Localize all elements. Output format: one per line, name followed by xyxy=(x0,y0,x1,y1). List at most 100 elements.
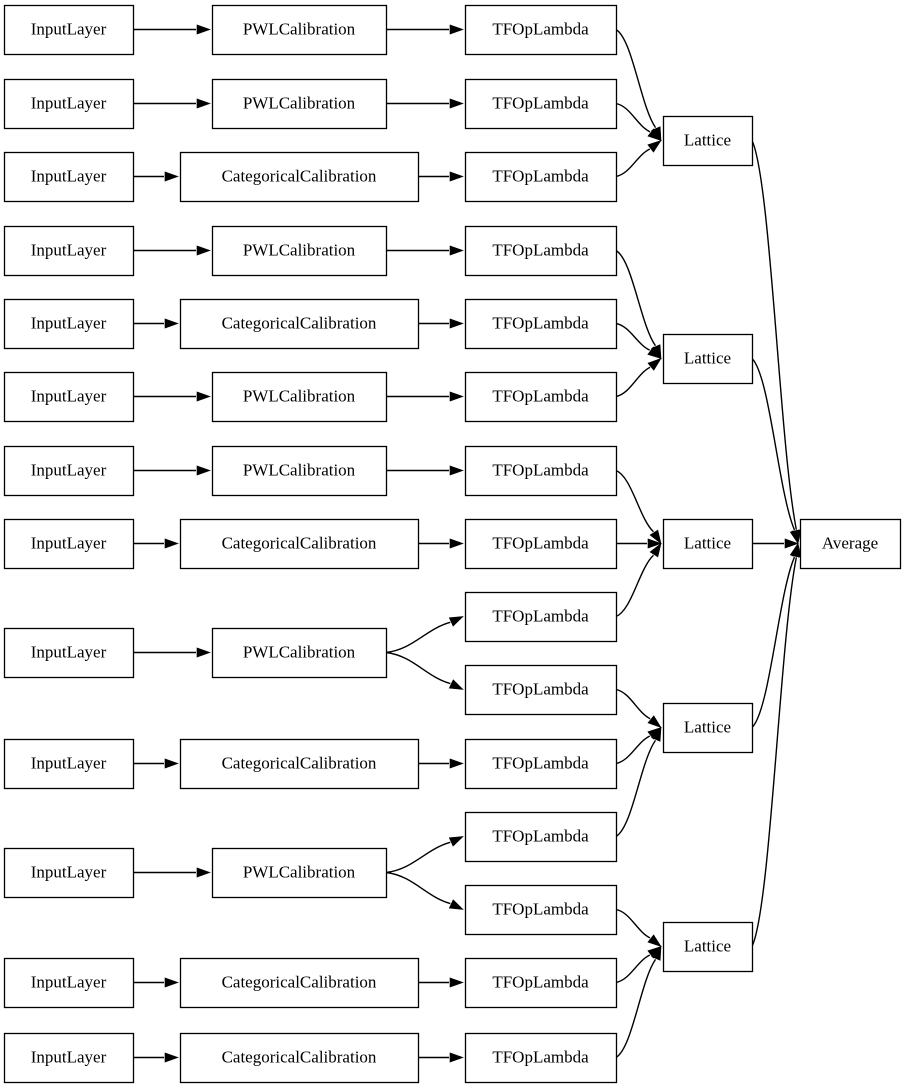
node-box-cal11[interactable] xyxy=(211,847,388,899)
node-box-op8[interactable] xyxy=(464,518,618,570)
node-cal5[interactable]: CategoricalCalibration xyxy=(179,298,420,350)
node-box-op10[interactable] xyxy=(464,664,618,716)
node-box-op11[interactable] xyxy=(464,738,618,790)
node-box-in2[interactable] xyxy=(3,78,135,130)
node-box-op5[interactable] xyxy=(464,298,618,350)
node-in8[interactable]: InputLayer xyxy=(3,518,135,570)
node-box-cal1[interactable] xyxy=(211,4,388,56)
node-in11[interactable]: InputLayer xyxy=(3,847,135,899)
node-cal10[interactable]: CategoricalCalibration xyxy=(179,738,420,790)
node-box-op14[interactable] xyxy=(464,957,618,1009)
node-cal1[interactable]: PWLCalibration xyxy=(211,4,388,56)
node-in5[interactable]: InputLayer xyxy=(3,298,135,350)
node-in4[interactable]: InputLayer xyxy=(3,225,135,277)
node-box-op13[interactable] xyxy=(464,884,618,936)
node-box-op12[interactable] xyxy=(464,811,618,863)
node-in6[interactable]: InputLayer xyxy=(3,371,135,423)
node-box-cal12[interactable] xyxy=(179,957,420,1009)
node-in2[interactable]: InputLayer xyxy=(3,78,135,130)
node-op8[interactable]: TFOpLambda xyxy=(464,518,618,570)
node-box-op15[interactable] xyxy=(464,1032,618,1084)
node-cal9[interactable]: PWLCalibration xyxy=(211,627,388,679)
edge-lat1-to-avg xyxy=(751,140,798,530)
node-cal12[interactable]: CategoricalCalibration xyxy=(179,957,420,1009)
node-box-cal8[interactable] xyxy=(179,518,420,570)
node-in9[interactable]: InputLayer xyxy=(3,627,135,679)
node-op6[interactable]: TFOpLambda xyxy=(464,371,618,423)
node-lat1[interactable]: Lattice xyxy=(662,115,754,167)
node-box-in4[interactable] xyxy=(3,225,135,277)
arrowhead-op13-to-lat5 xyxy=(647,934,662,948)
node-box-cal2[interactable] xyxy=(211,78,388,130)
node-box-cal4[interactable] xyxy=(211,225,388,277)
node-box-op7[interactable] xyxy=(464,445,618,497)
node-box-op3[interactable] xyxy=(464,151,618,203)
node-cal11[interactable]: PWLCalibration xyxy=(211,847,388,899)
node-lat3[interactable]: Lattice xyxy=(662,518,754,570)
node-box-in10[interactable] xyxy=(3,738,135,790)
node-box-lat5[interactable] xyxy=(662,921,754,973)
node-cal4[interactable]: PWLCalibration xyxy=(211,225,388,277)
node-box-cal9[interactable] xyxy=(211,627,388,679)
node-label-op15: TFOpLambda xyxy=(492,1047,589,1066)
node-op11[interactable]: TFOpLambda xyxy=(464,738,618,790)
node-cal7[interactable]: PWLCalibration xyxy=(211,445,388,497)
node-box-avg[interactable] xyxy=(799,518,902,570)
node-cal2[interactable]: PWLCalibration xyxy=(211,78,388,130)
node-box-lat3[interactable] xyxy=(662,518,754,570)
node-op2[interactable]: TFOpLambda xyxy=(464,78,618,130)
node-box-in1[interactable] xyxy=(3,4,135,56)
node-op7[interactable]: TFOpLambda xyxy=(464,445,618,497)
node-box-lat2[interactable] xyxy=(662,333,754,385)
node-op10[interactable]: TFOpLambda xyxy=(464,664,618,716)
node-box-op2[interactable] xyxy=(464,78,618,130)
node-label-cal5: CategoricalCalibration xyxy=(222,313,377,332)
node-box-in12[interactable] xyxy=(3,957,135,1009)
node-box-cal3[interactable] xyxy=(179,151,420,203)
node-box-lat1[interactable] xyxy=(662,115,754,167)
node-box-lat4[interactable] xyxy=(662,702,754,754)
node-box-op9[interactable] xyxy=(464,591,618,643)
node-box-in9[interactable] xyxy=(3,627,135,679)
node-op13[interactable]: TFOpLambda xyxy=(464,884,618,936)
arrowhead-op5-to-lat2 xyxy=(647,346,662,360)
node-op1[interactable]: TFOpLambda xyxy=(464,4,618,56)
node-cal13[interactable]: CategoricalCalibration xyxy=(179,1032,420,1084)
node-op15[interactable]: TFOpLambda xyxy=(464,1032,618,1084)
node-in12[interactable]: InputLayer xyxy=(3,957,135,1009)
node-box-in13[interactable] xyxy=(3,1032,135,1084)
node-lat2[interactable]: Lattice xyxy=(662,333,754,385)
node-box-in3[interactable] xyxy=(3,151,135,203)
node-box-in11[interactable] xyxy=(3,847,135,899)
node-in13[interactable]: InputLayer xyxy=(3,1032,135,1084)
node-cal8[interactable]: CategoricalCalibration xyxy=(179,518,420,570)
node-box-cal10[interactable] xyxy=(179,738,420,790)
node-in10[interactable]: InputLayer xyxy=(3,738,135,790)
node-box-op4[interactable] xyxy=(464,225,618,277)
node-box-cal7[interactable] xyxy=(211,445,388,497)
node-op9[interactable]: TFOpLambda xyxy=(464,591,618,643)
node-box-cal13[interactable] xyxy=(179,1032,420,1084)
node-box-op1[interactable] xyxy=(464,4,618,56)
node-box-cal6[interactable] xyxy=(211,371,388,423)
node-op4[interactable]: TFOpLambda xyxy=(464,225,618,277)
node-op12[interactable]: TFOpLambda xyxy=(464,811,618,863)
node-box-in8[interactable] xyxy=(3,518,135,570)
node-cal3[interactable]: CategoricalCalibration xyxy=(179,151,420,203)
node-op5[interactable]: TFOpLambda xyxy=(464,298,618,350)
node-in7[interactable]: InputLayer xyxy=(3,445,135,497)
node-lat5[interactable]: Lattice xyxy=(662,921,754,973)
node-op14[interactable]: TFOpLambda xyxy=(464,957,618,1009)
node-in3[interactable]: InputLayer xyxy=(3,151,135,203)
node-lat4[interactable]: Lattice xyxy=(662,702,754,754)
node-box-in7[interactable] xyxy=(3,445,135,497)
node-box-op6[interactable] xyxy=(464,371,618,423)
node-in1[interactable]: InputLayer xyxy=(3,4,135,56)
node-box-in5[interactable] xyxy=(3,298,135,350)
node-avg[interactable]: Average xyxy=(799,518,902,570)
node-cal6[interactable]: PWLCalibration xyxy=(211,371,388,423)
arrowhead-in5-to-cal5 xyxy=(164,318,179,329)
node-box-in6[interactable] xyxy=(3,371,135,423)
node-box-cal5[interactable] xyxy=(179,298,420,350)
node-op3[interactable]: TFOpLambda xyxy=(464,151,618,203)
